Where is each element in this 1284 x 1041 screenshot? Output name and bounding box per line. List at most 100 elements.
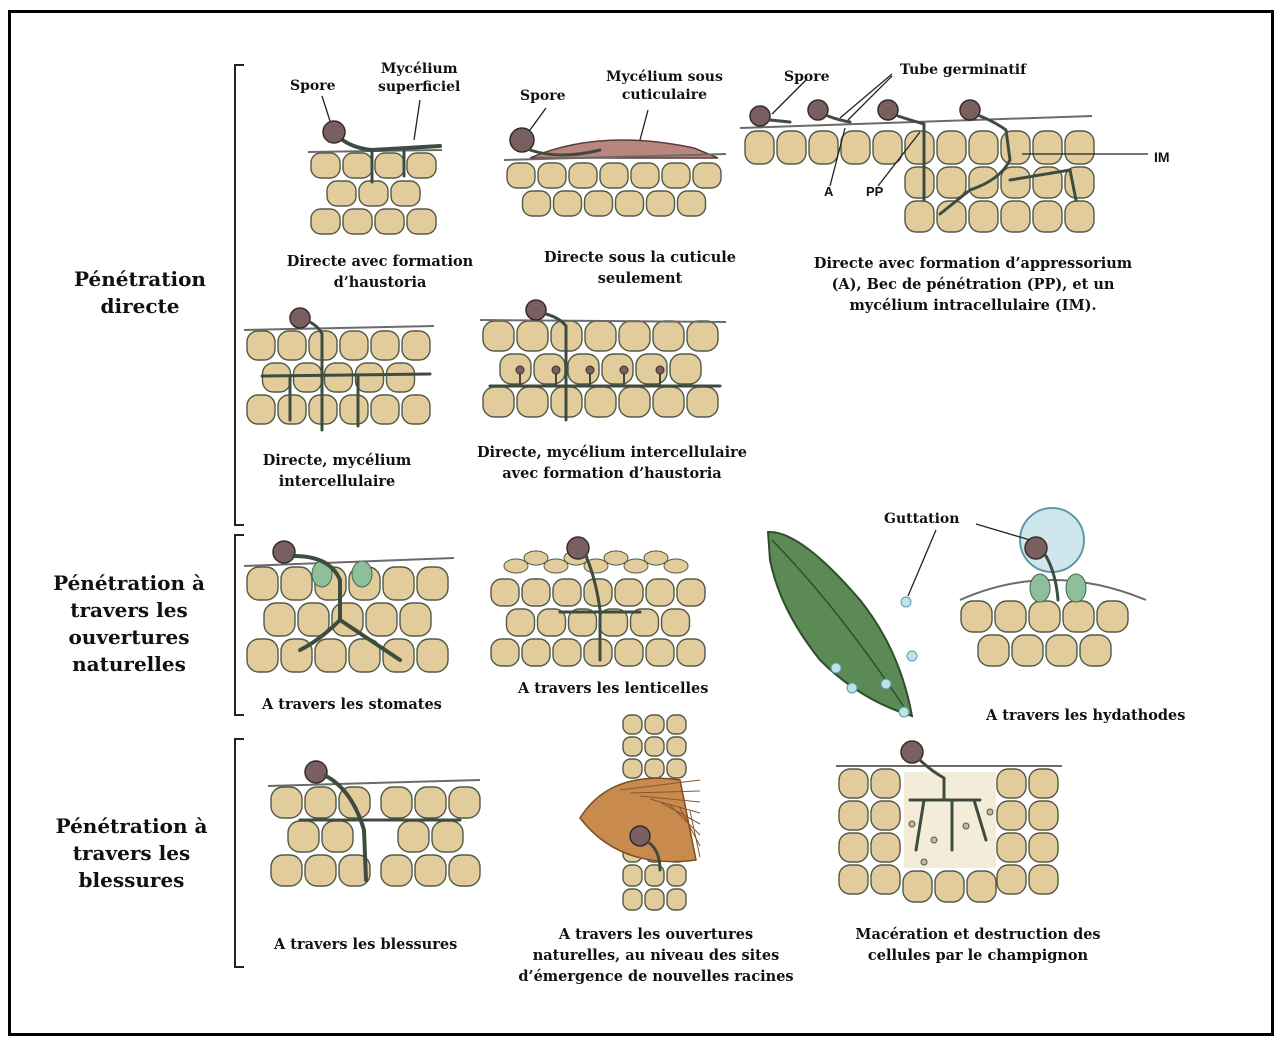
plant-cell — [619, 321, 650, 351]
plant-cell — [841, 131, 870, 164]
plant-cell — [646, 579, 674, 606]
diagram-direct-haustoria — [308, 96, 442, 234]
plant-cell — [969, 131, 998, 164]
label-pp: PP — [866, 183, 883, 201]
hypha-line — [262, 374, 430, 376]
plant-cell — [905, 201, 934, 232]
label-a: A — [824, 183, 833, 201]
spore-icon — [526, 300, 546, 320]
plant-cell — [619, 387, 650, 417]
plant-cell — [569, 163, 597, 188]
plant-cell — [298, 603, 329, 636]
caption-lenticels: A travers les lenticelles — [518, 678, 708, 699]
hypha-line — [340, 138, 440, 150]
label-mycelium-superficiel: Mycélium superficiel — [378, 60, 460, 96]
cell-debris — [921, 859, 927, 865]
plant-cell — [623, 865, 642, 886]
plant-cell — [978, 635, 1009, 666]
plant-cell — [1029, 801, 1058, 830]
caption-direct-intercellular: Directe, mycélium intercellulaire — [252, 450, 422, 492]
plant-cell — [340, 395, 368, 424]
plant-cell — [631, 163, 659, 188]
plant-cell — [288, 821, 319, 852]
caption-line: cellules par le champignon — [852, 945, 1104, 966]
plant-cell — [997, 769, 1026, 798]
caption-direct-cuticle: Directe sous la cuticule seulement — [540, 247, 740, 289]
pointer-line — [322, 96, 330, 121]
plant-cell — [281, 567, 312, 600]
haustorium-icon — [620, 366, 628, 374]
plant-cell — [387, 363, 415, 392]
plant-cell — [777, 131, 806, 164]
plant-cell — [407, 209, 436, 234]
plant-cell — [1033, 201, 1062, 232]
plant-cell — [584, 639, 612, 666]
label-line: Mycélium sous — [606, 68, 723, 86]
plant-cell — [491, 579, 519, 606]
plant-cell — [366, 603, 397, 636]
plant-cell — [371, 395, 399, 424]
plant-cell — [278, 331, 306, 360]
plant-cell — [247, 395, 275, 424]
plant-cell — [961, 601, 992, 632]
plant-cell — [662, 609, 690, 636]
plant-cell — [356, 363, 384, 392]
label-im: IM — [1154, 148, 1170, 166]
plant-cell — [402, 395, 430, 424]
caption-line: naturelles, au niveau des sites — [518, 945, 794, 966]
caption-line: d’émergence de nouvelles racines — [518, 966, 794, 987]
plant-cell — [653, 321, 684, 351]
spore-icon — [1025, 537, 1047, 559]
plant-cell — [325, 363, 353, 392]
plant-cell — [623, 759, 642, 778]
label-line: superficiel — [378, 78, 460, 96]
plant-cell — [1063, 601, 1094, 632]
plant-cell — [432, 821, 463, 852]
plant-cell — [400, 603, 431, 636]
cuticle-line — [480, 320, 726, 322]
plant-cell — [600, 163, 628, 188]
plant-cell — [522, 579, 550, 606]
lenticel-cell — [624, 559, 648, 573]
plant-cell — [1065, 131, 1094, 164]
plant-cell — [554, 191, 582, 216]
plant-cell — [997, 801, 1026, 830]
caption-line: avec formation d’haustoria — [474, 463, 750, 484]
caption-line: Directe avec formation — [282, 251, 478, 272]
plant-cell — [616, 191, 644, 216]
hypha-line — [828, 116, 850, 122]
haustorium-icon — [552, 366, 560, 374]
plant-cell — [615, 639, 643, 666]
cuticle-line — [244, 326, 434, 330]
plant-cell — [553, 639, 581, 666]
plant-cell — [315, 639, 346, 672]
caption-line: mycélium intracellulaire (IM). — [808, 295, 1138, 316]
plant-cell — [873, 131, 902, 164]
diagram-wounds — [268, 761, 480, 886]
label-guttation: Guttation — [884, 510, 959, 528]
lenticel-cell — [664, 559, 688, 573]
plant-cell — [383, 567, 414, 600]
guard-cell — [1066, 574, 1086, 602]
plant-cell — [687, 321, 718, 351]
caption-line: (A), Bec de pénétration (PP), et un — [808, 274, 1138, 295]
plant-cell — [935, 871, 964, 902]
plant-cell — [662, 163, 690, 188]
plant-cell — [903, 871, 932, 902]
plant-cell — [449, 787, 480, 818]
plant-cell — [375, 209, 404, 234]
diagram-root-emergence — [580, 715, 700, 910]
caption-line: Directe, mycélium intercellulaire — [474, 442, 750, 463]
plant-cell — [1097, 601, 1128, 632]
plant-cell — [1029, 601, 1060, 632]
plant-cell — [522, 639, 550, 666]
plant-cell — [247, 567, 278, 600]
spore-icon — [808, 100, 828, 120]
plant-cell — [1046, 635, 1077, 666]
lenticel-cell — [524, 551, 548, 565]
plant-cell — [623, 715, 642, 734]
plant-cell — [415, 787, 446, 818]
guard-cell — [352, 561, 372, 587]
plant-cell — [398, 821, 429, 852]
